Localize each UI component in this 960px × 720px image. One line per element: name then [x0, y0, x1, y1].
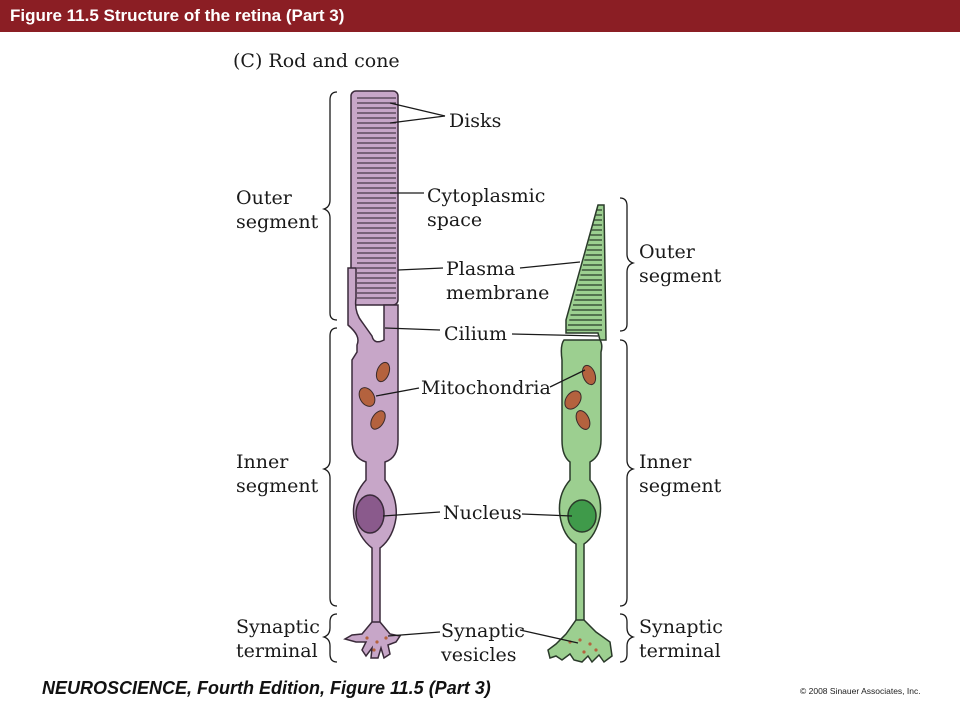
plasma-label-2: membrane [446, 282, 549, 304]
cone-inner-label-2: segment [639, 475, 722, 497]
mitochondria-label: Mitochondria [421, 377, 551, 399]
rod-nucleus [355, 494, 385, 534]
plasma-label-1: Plasma [446, 258, 515, 280]
nucleus-label: Nucleus [443, 502, 522, 524]
rod-inner-label-1: Inner [236, 451, 289, 473]
rod-synaptic-vesicles [365, 636, 388, 652]
cone-outer-label-1: Outer [639, 241, 696, 263]
title-bar: Figure 11.5 Structure of the retina (Par… [0, 0, 960, 32]
vesicles-label-1: Synaptic [441, 620, 525, 642]
cone-outer-label-2: segment [639, 265, 722, 287]
cone-inner-label-1: Inner [639, 451, 692, 473]
rod-outer-label-1: Outer [236, 187, 293, 209]
figure-title: Figure 11.5 Structure of the retina (Par… [10, 6, 345, 25]
panel-label: (C) Rod and cone [233, 50, 400, 72]
leader-lines [375, 102, 599, 644]
cone-outer-segment [565, 204, 607, 341]
footer-citation: NEUROSCIENCE, Fourth Edition, Figure 11.… [42, 678, 491, 698]
cytoplasmic-label-1: Cytoplasmic [427, 185, 545, 207]
cone-cell [547, 204, 613, 664]
rod-inner-segment [347, 267, 399, 626]
rod-synaptic-label-1: Synaptic [236, 616, 320, 638]
footer-copyright: © 2008 Sinauer Associates, Inc. [800, 686, 921, 696]
vesicles-label-2: vesicles [440, 644, 517, 666]
cone-inner-segment [558, 339, 603, 625]
cilium-label: Cilium [444, 323, 507, 345]
rod-inner-label-2: segment [236, 475, 319, 497]
cone-synaptic-label-1: Synaptic [639, 616, 723, 638]
rod-disks [357, 97, 396, 299]
cone-synaptic-label-2: terminal [639, 640, 721, 662]
cone-braces [619, 197, 636, 663]
cone-lamellae [566, 209, 602, 331]
rod-cell [343, 90, 402, 660]
cytoplasmic-label-2: space [427, 209, 482, 231]
rod-braces [321, 91, 338, 663]
rod-synaptic-terminal [343, 621, 402, 660]
disks-label: Disks [449, 110, 501, 132]
rod-outer-label-2: segment [236, 211, 319, 233]
rod-synaptic-label-2: terminal [236, 640, 318, 662]
cone-nucleus [567, 499, 597, 533]
cone-mitochondria [564, 364, 597, 430]
rod-mitochondria [358, 361, 391, 430]
